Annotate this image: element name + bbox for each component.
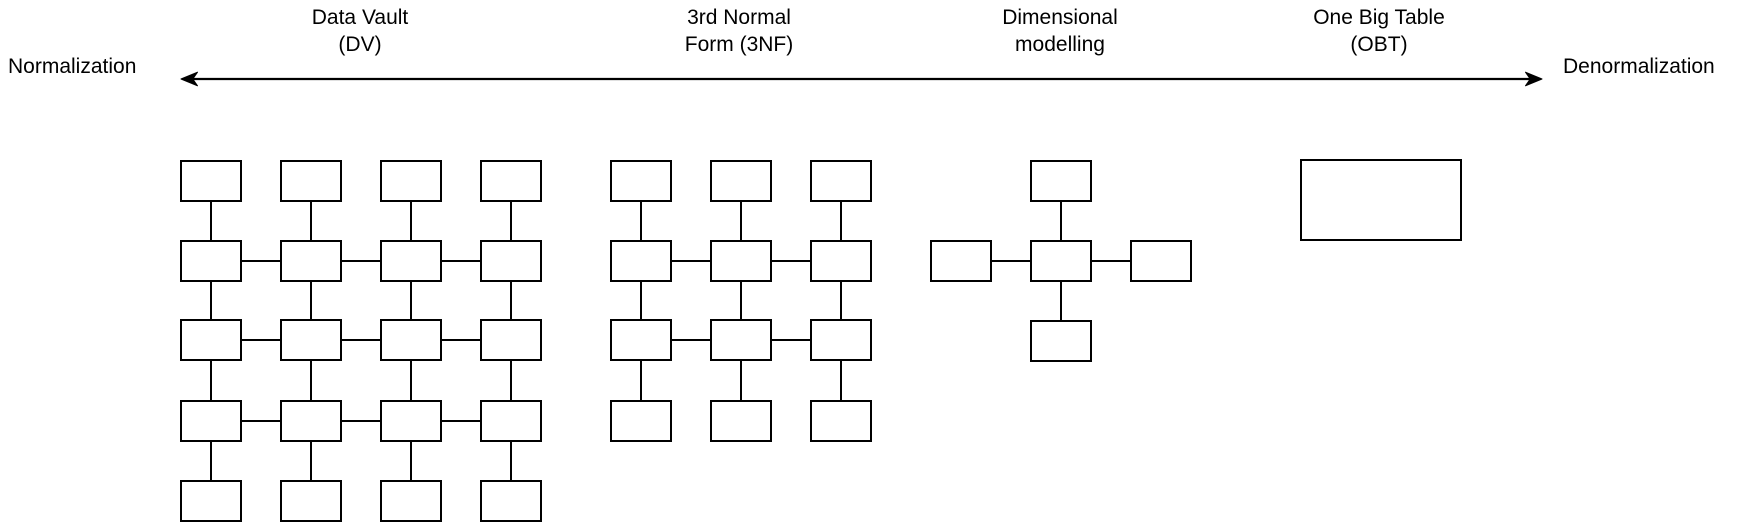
- entity-box: [1130, 240, 1192, 282]
- entity-box: [810, 319, 872, 361]
- title-third-normal-form-line1: 3rd Normal: [687, 6, 791, 29]
- title-dimensional-modelling-line1: Dimensional: [1002, 6, 1118, 29]
- entity-box: [810, 400, 872, 442]
- title-one-big-table: One Big Table (OBT): [1219, 4, 1539, 58]
- entity-box: [180, 319, 242, 361]
- entity-box: [610, 160, 672, 202]
- entity-box: [930, 240, 992, 282]
- diagram-data-vault: [180, 160, 542, 522]
- entity-box: [380, 319, 442, 361]
- entity-box: [810, 160, 872, 202]
- entity-box: [380, 240, 442, 282]
- entity-box: [280, 160, 342, 202]
- entity-box: [710, 160, 772, 202]
- entity-box: [1300, 159, 1462, 241]
- diagram-one-big-table: [1300, 159, 1462, 241]
- title-dimensional-modelling: Dimensional modelling: [900, 4, 1220, 58]
- title-one-big-table-line1: One Big Table: [1313, 6, 1445, 29]
- entity-box: [180, 240, 242, 282]
- entity-box: [1030, 160, 1092, 202]
- normalization-label: Normalization: [8, 55, 137, 78]
- entity-box: [480, 240, 542, 282]
- entity-box: [480, 480, 542, 522]
- entity-box: [280, 480, 342, 522]
- entity-box: [180, 480, 242, 522]
- entity-box: [810, 240, 872, 282]
- arrow-head-right: [1525, 71, 1543, 87]
- title-data-vault-line1: Data Vault: [311, 6, 409, 29]
- arrow-head-left: [180, 71, 198, 87]
- denormalization-label: Denormalization: [1563, 55, 1715, 78]
- title-third-normal-form: 3rd Normal Form (3NF): [579, 4, 899, 58]
- entity-box: [480, 319, 542, 361]
- entity-box: [380, 160, 442, 202]
- entity-box: [610, 319, 672, 361]
- entity-box: [710, 240, 772, 282]
- entity-box: [1030, 320, 1092, 362]
- title-one-big-table-line2: (OBT): [1350, 33, 1408, 56]
- title-data-vault: Data Vault (DV): [200, 4, 520, 58]
- entity-box: [280, 319, 342, 361]
- entity-box: [610, 240, 672, 282]
- entity-box: [710, 400, 772, 442]
- entity-box: [380, 400, 442, 442]
- entity-box: [480, 400, 542, 442]
- entity-box: [180, 400, 242, 442]
- entity-box: [380, 480, 442, 522]
- entity-box: [480, 160, 542, 202]
- title-dimensional-modelling-line2: modelling: [1015, 33, 1105, 56]
- diagram-third-normal-form: [610, 160, 872, 442]
- title-data-vault-line2: (DV): [338, 33, 382, 56]
- spectrum-arrow: [180, 71, 1543, 87]
- entity-box: [610, 400, 672, 442]
- entity-box: [710, 319, 772, 361]
- title-third-normal-form-line2: Form (3NF): [684, 33, 794, 56]
- entity-box: [280, 400, 342, 442]
- entity-box: [280, 240, 342, 282]
- diagram-dimensional-modelling: [930, 160, 1192, 362]
- entity-box: [1030, 240, 1092, 282]
- entity-box: [180, 160, 242, 202]
